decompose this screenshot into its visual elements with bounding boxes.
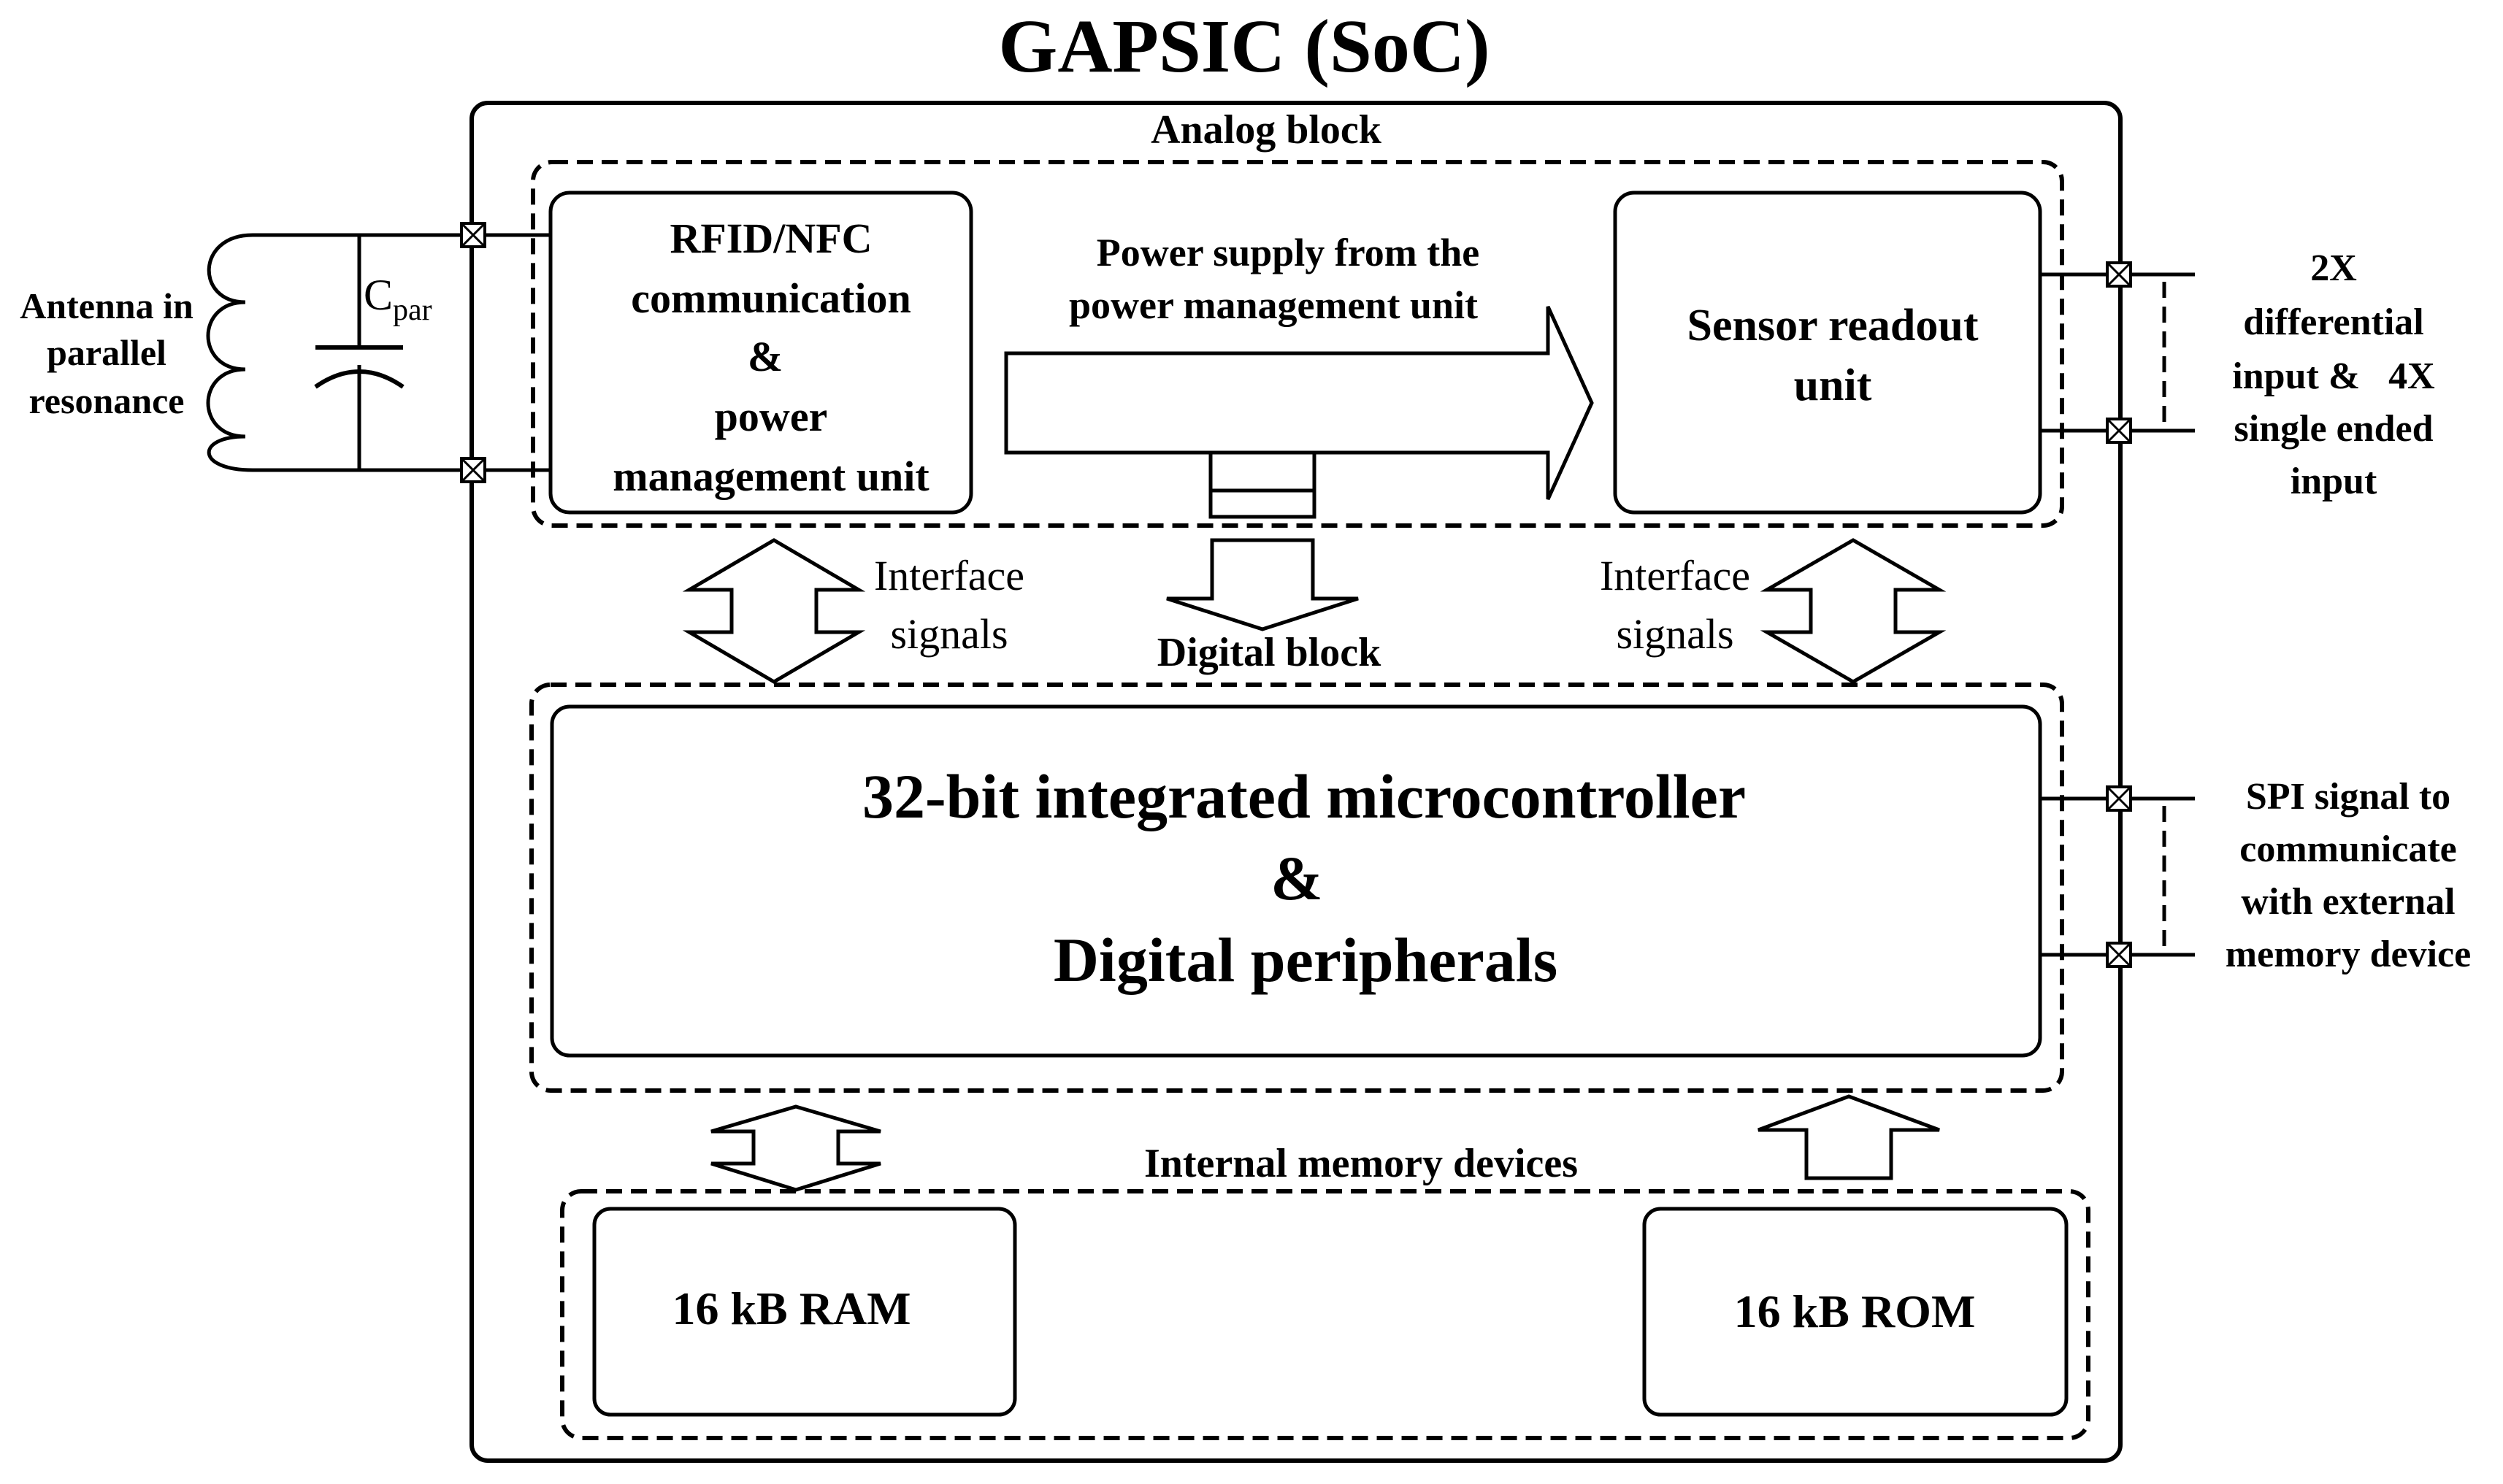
rfid-nfc-unit (548, 191, 973, 515)
rfid-label-line2: communication (631, 274, 911, 322)
sensor-label-line1: Sensor readout (1687, 301, 1978, 350)
rfid-label-line5: management unit (613, 453, 929, 500)
sensor-label-line2: unit (1794, 361, 1872, 410)
spi-wires (2040, 796, 2195, 957)
spi-label-line4: memory device (2226, 934, 2471, 975)
power-connector (1208, 488, 1316, 519)
power-supply-line1: Power supply from the (1097, 231, 1480, 274)
sensor-inputs-line1: 2X (2310, 247, 2357, 289)
digital-block-label: Digital block (1157, 630, 1381, 675)
interface-left-line2: signals (890, 610, 1008, 658)
pad-spi-top (2106, 785, 2132, 812)
mcu-label-line3: Digital peripherals (1054, 925, 1557, 995)
ram-bidirectional-arrow (710, 1104, 881, 1192)
interface-right-line1: Interface (1600, 552, 1750, 599)
mcu-label-line1: 32-bit integrated microcontroller (862, 761, 1746, 831)
power-supply-arrow (1004, 305, 1594, 501)
antenna-label-line1: Antenna in (20, 285, 193, 326)
soc-boundary (469, 101, 2123, 1463)
sensor-inputs-line5: input (2291, 461, 2377, 502)
sensor-input-wires (2040, 272, 2195, 433)
pad-spi-bottom (2106, 942, 2132, 968)
pad-antenna-bottom (460, 457, 486, 483)
antenna-label-line2: parallel (47, 332, 166, 373)
rom-label: 16 kB ROM (1734, 1285, 1976, 1337)
interface-arrow-left (682, 538, 866, 684)
power-stem (1208, 453, 1316, 489)
interface-left-line1: Interface (874, 552, 1024, 599)
ram-label: 16 kB RAM (672, 1283, 911, 1334)
microcontroller-unit (550, 704, 2042, 1058)
capacitor-symbol (314, 345, 405, 389)
pad-sensor-bottom (2106, 418, 2132, 444)
power-supply-line2: power management unit (1069, 283, 1478, 327)
ram-unit (592, 1207, 1017, 1417)
power-down-arrow (1166, 538, 1359, 631)
antenna-inductor (206, 233, 253, 472)
interface-right-line2: signals (1616, 610, 1733, 658)
diagram-title: GAPSIC (SoC) (998, 4, 1490, 88)
spi-label-line1: SPI signal to (2246, 776, 2450, 818)
pad-sensor-top (2106, 261, 2132, 288)
memory-block (560, 1189, 2090, 1440)
antenna-label-line3: resonance (29, 380, 185, 421)
rfid-label-line1: RFID/NFC (670, 215, 872, 262)
sensor-inputs-line3: input & 4X (2232, 355, 2434, 397)
antenna-wires (253, 233, 551, 472)
analog-block-label: Analog block (1151, 107, 1382, 153)
sensor-readout-unit (1613, 191, 2042, 515)
spi-label-line3: with external (2241, 881, 2455, 923)
sensor-inputs-line4: single ended (2234, 408, 2433, 450)
spi-label-line2: communicate (2239, 828, 2456, 870)
rom-unit (1642, 1207, 2069, 1417)
mcu-label-line2: & (1270, 843, 1323, 913)
pad-antenna-top (460, 222, 486, 248)
digital-block (529, 683, 2064, 1093)
rom-up-arrow (1758, 1094, 1940, 1180)
rfid-label-line4: power (715, 393, 828, 440)
capacitor-label: Cpar (364, 271, 432, 327)
analog-block (531, 160, 2064, 528)
memory-block-label: Internal memory devices (1144, 1141, 1578, 1186)
rfid-label-line3: & (748, 333, 783, 380)
sensor-inputs-line2: differential (2243, 301, 2423, 343)
interface-arrow-right (1760, 538, 1947, 684)
